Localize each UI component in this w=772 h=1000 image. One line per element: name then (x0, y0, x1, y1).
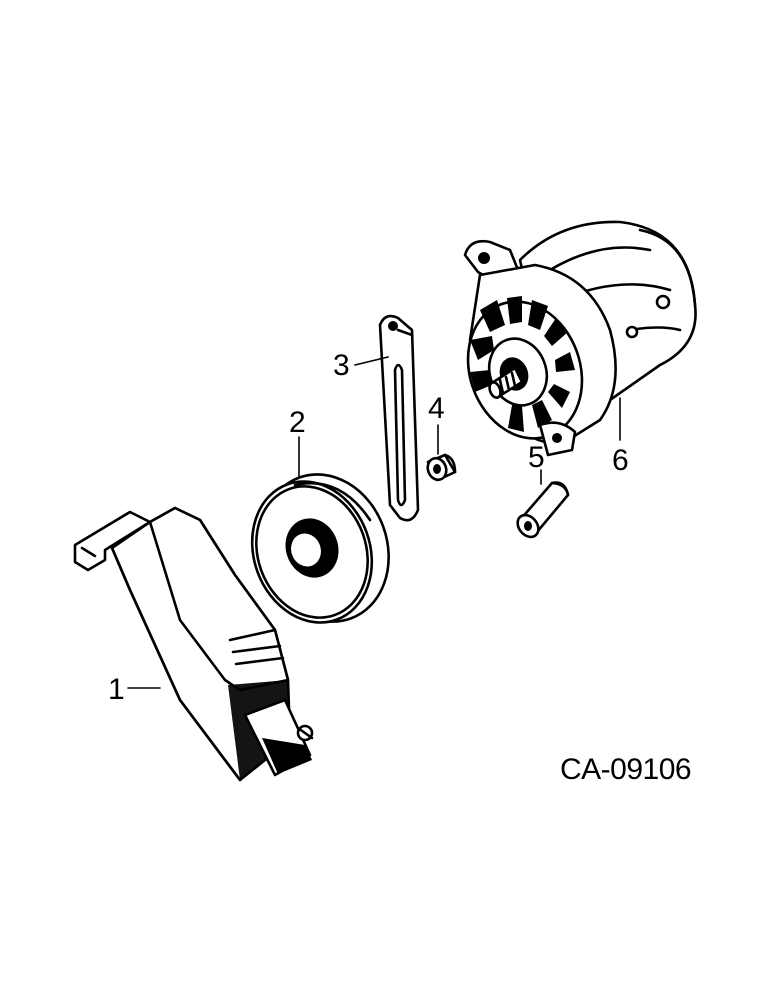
callout-label: 6 (612, 444, 629, 477)
callout-labels: 1 2 3 4 5 6 (108, 349, 629, 706)
alternator-part (463, 220, 697, 457)
callout-label: 2 (289, 406, 306, 439)
spacer-part (426, 453, 457, 482)
leader-line-3 (354, 356, 389, 366)
bushing-part (516, 481, 570, 539)
callout-label: 4 (428, 392, 445, 425)
reference-code: CA-09106 (560, 753, 691, 786)
leader-lines (127, 356, 621, 689)
callout-label: 5 (528, 441, 545, 474)
adjusting-strap-part (378, 314, 420, 522)
callout-label: 3 (333, 349, 350, 382)
pulley-part (250, 473, 390, 624)
callout-label: 1 (108, 673, 125, 706)
belt-guard-part (73, 506, 314, 782)
